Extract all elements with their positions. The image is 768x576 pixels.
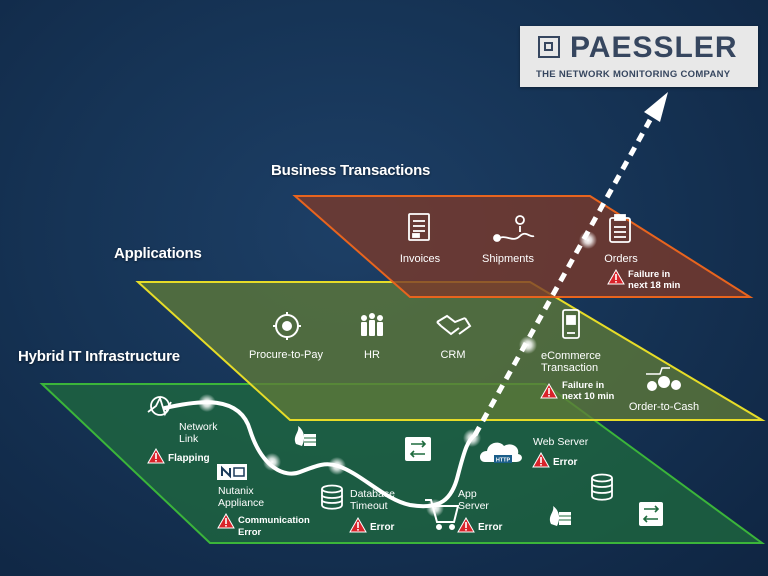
paessler-logo-tagline: THE NETWORK MONITORING COMPANY <box>536 69 731 80</box>
hr-people-icon <box>361 313 383 336</box>
network-link-label-line1: Network <box>179 421 218 433</box>
web-server-alert-label: Error <box>553 457 578 468</box>
app-server-cart-icon <box>425 499 460 530</box>
app-server-alert-label: Error <box>478 522 503 533</box>
switch-icon-2 <box>639 502 663 526</box>
nutanix-alert-line2: Error <box>238 527 262 538</box>
order-to-cash-icon <box>646 367 681 391</box>
ecommerce-label-line1: eCommerce <box>541 350 601 362</box>
nutanix-alert-line1: Communication <box>238 515 310 526</box>
invoices-icon <box>408 213 430 241</box>
database-icon <box>321 484 343 510</box>
app-server-label-line1: App <box>458 488 477 500</box>
database-alert-label: Error <box>370 522 395 533</box>
paessler-logo-mark <box>538 36 560 58</box>
orders-icon <box>609 214 631 243</box>
crm-label: CRM <box>440 349 465 361</box>
nutanix-label-line1: Nutanix <box>218 485 254 497</box>
database-label-line1: Database <box>350 488 395 500</box>
path-node <box>426 499 444 517</box>
ecommerce-phone-icon <box>562 309 580 339</box>
hybrid-it-infrastructure-title: Hybrid IT Infrastructure <box>18 348 180 365</box>
shipments-icon <box>493 215 535 242</box>
path-node <box>328 457 346 475</box>
invoices-label: Invoices <box>400 253 441 265</box>
firewall-icon-2 <box>549 506 571 526</box>
http-badge-label: HTTP <box>496 458 511 464</box>
web-server-cloud-icon: HTTP <box>479 442 522 464</box>
escalation-arrow-head <box>644 92 668 122</box>
path-node <box>198 394 216 412</box>
path-node <box>463 429 481 447</box>
orders-alert-line1: Failure in <box>628 269 670 280</box>
escalation-arrow-line <box>472 118 653 437</box>
ecommerce-alert-line2: next 10 min <box>562 391 614 402</box>
order-to-cash-label: Order-to-Cash <box>629 401 699 413</box>
orders-alert-line2: next 18 min <box>628 280 680 291</box>
nutanix-label-line2: Appliance <box>218 497 264 509</box>
business-transactions-title: Business Transactions <box>271 162 431 179</box>
web-server-label: Web Server <box>533 436 589 448</box>
crm-handshake-icon <box>436 314 472 336</box>
shipments-label: Shipments <box>482 253 534 265</box>
nutanix-appliance-icon <box>217 464 247 480</box>
app-server-label-line2: Server <box>458 500 489 512</box>
database-icon-2 <box>591 473 613 501</box>
paessler-logo: PAESSLER THE NETWORK MONITORING COMPANY <box>520 26 758 87</box>
ecommerce-label-line2: Transaction <box>541 362 598 374</box>
applications-title: Applications <box>114 245 202 262</box>
network-link-label-line2: Link <box>179 433 199 445</box>
paessler-logo-name: PAESSLER <box>570 31 738 64</box>
switch-icon <box>405 437 431 461</box>
firewall-icon <box>294 426 316 446</box>
ecommerce-alert-line1: Failure in <box>562 380 604 391</box>
orders-label: Orders <box>604 253 638 265</box>
path-node <box>519 336 537 354</box>
network-link-icon <box>147 395 172 417</box>
network-link-alert-label: Flapping <box>168 453 210 464</box>
procure-to-pay-icon <box>273 312 301 340</box>
hr-label: HR <box>364 349 380 361</box>
path-node <box>263 453 281 471</box>
path-node <box>579 231 597 249</box>
procure-to-pay-label: Procure-to-Pay <box>249 349 323 361</box>
database-label-line2: Timeout <box>350 500 388 512</box>
